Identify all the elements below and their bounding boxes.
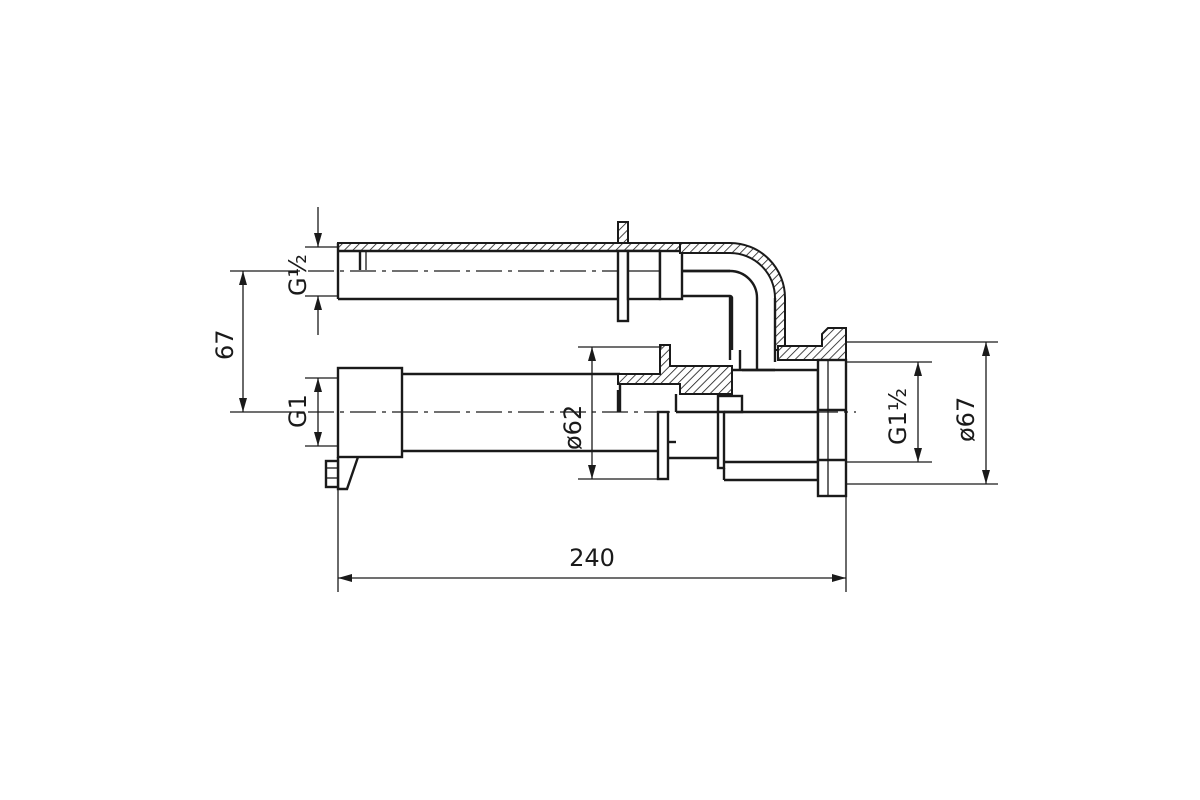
dim-outlet-thread: G½	[284, 207, 338, 335]
dim-offset: 67	[211, 270, 300, 413]
flange-top-hatch	[777, 327, 847, 361]
spout	[308, 221, 786, 372]
spout-flange-hatch	[617, 221, 629, 244]
dim-inlet-thread: G1	[284, 377, 338, 447]
inlet-screw	[324, 459, 340, 489]
spout-nut	[626, 249, 662, 301]
inlet-thread-label: G1	[284, 394, 312, 428]
body-ring	[656, 410, 670, 481]
spout-flange	[616, 249, 630, 323]
body-thread-label: G1½	[884, 388, 912, 445]
end-flange	[816, 358, 848, 498]
inner-diameter-label: ø62	[559, 405, 587, 450]
cartridge-cap	[716, 394, 744, 414]
dim-outer-diameter: ø67	[846, 341, 998, 485]
dimensions: G½ 67 G1 ø62	[211, 207, 998, 592]
dim-body-thread: G1½	[846, 361, 932, 463]
inlet-lug	[336, 456, 360, 491]
dim-length: 240	[337, 489, 847, 592]
length-label: 240	[569, 544, 615, 572]
outer-diameter-label: ø67	[952, 397, 980, 442]
valve-body	[308, 327, 856, 498]
outlet-thread-label: G½	[284, 254, 312, 296]
dim-inner-diameter: ø62	[559, 346, 662, 480]
sleeve-hatch	[617, 344, 733, 395]
offset-label: 67	[211, 329, 239, 360]
